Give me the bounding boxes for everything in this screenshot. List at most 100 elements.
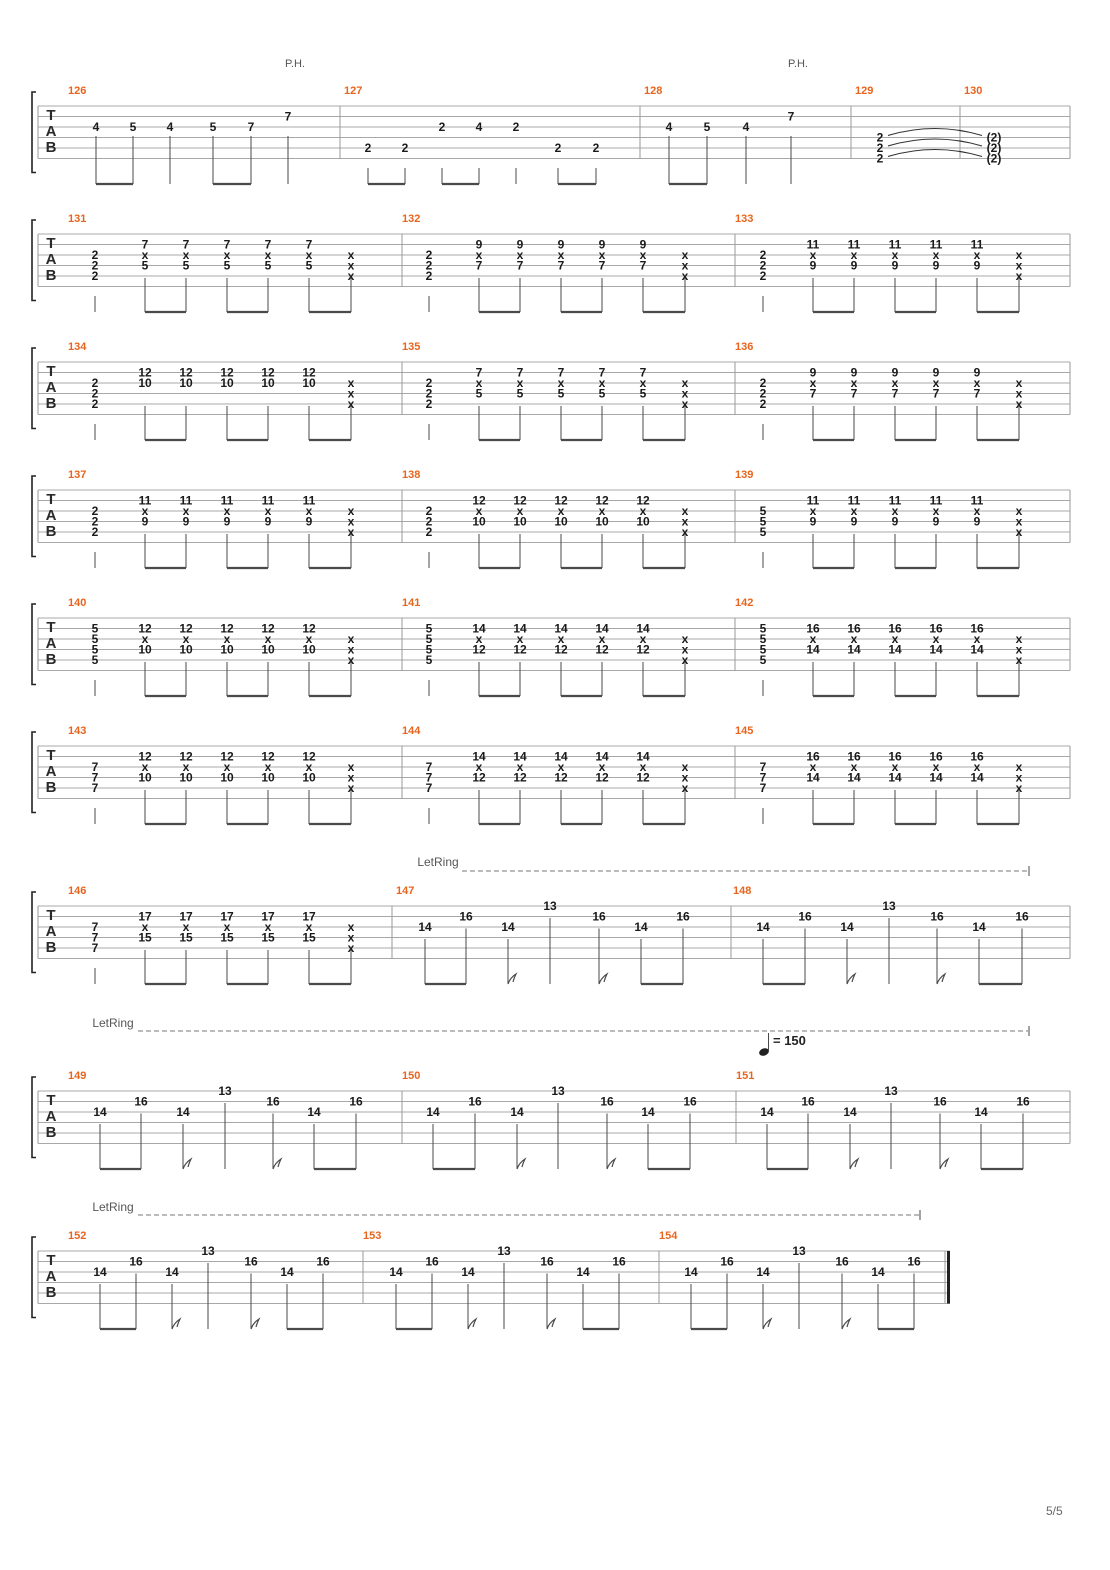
chord-fret: 12	[302, 750, 316, 764]
riff-fret: 16	[1016, 1095, 1030, 1109]
staff-brace	[31, 1076, 36, 1159]
fret-number: 7	[788, 110, 795, 124]
note-flag	[171, 1317, 182, 1330]
tab-clef-t: T	[46, 107, 55, 124]
measure-number: 129	[855, 85, 873, 97]
root-fret: 2	[92, 259, 99, 273]
chord-fret: 11	[303, 494, 316, 508]
measure-number: 128	[644, 85, 662, 97]
measure-number: 139	[735, 469, 753, 481]
riff-fret: 13	[882, 899, 896, 913]
root-fret: 2	[92, 397, 99, 411]
riff-fret: 14	[576, 1265, 590, 1279]
tab-clef-t: T	[46, 1252, 55, 1269]
chord-fret: 7	[640, 259, 647, 273]
muted-note: x	[682, 376, 689, 390]
muted-note: x	[348, 931, 355, 945]
root-fret: 5	[426, 622, 433, 636]
riff-fret: 16	[468, 1095, 482, 1109]
tab-clef-a: A	[46, 507, 57, 524]
chord-ghost: x	[640, 632, 647, 646]
muted-note: x	[348, 771, 355, 785]
chord-fret: 10	[179, 771, 193, 785]
muted-note: x	[348, 920, 355, 934]
riff-fret: 16	[683, 1095, 697, 1109]
tab-clef-t: T	[46, 907, 55, 924]
muted-note: x	[1016, 760, 1023, 774]
chord-fret: 7	[810, 387, 817, 401]
chord-fret: 16	[929, 750, 943, 764]
muted-note: x	[1016, 653, 1023, 667]
muted-note: x	[348, 781, 355, 795]
chord-fret: 9	[851, 366, 858, 380]
chord-ghost: x	[183, 248, 190, 262]
chord-fret: 9	[892, 259, 899, 273]
chord-fret: 9	[933, 515, 940, 529]
riff-fret: 14	[176, 1105, 190, 1119]
chord-fret: 17	[220, 910, 234, 924]
note-flag	[598, 972, 609, 985]
riff-fret: 14	[756, 920, 770, 934]
chord-fret: 12	[179, 622, 193, 636]
chord-fret: 14	[970, 771, 984, 785]
measure-number: 144	[402, 725, 421, 737]
chord-ghost: x	[224, 504, 231, 518]
chord-fret: 16	[888, 750, 902, 764]
chord-fret: 5	[476, 387, 483, 401]
riff-fret: 16	[592, 910, 606, 924]
chord-ghost: x	[933, 632, 940, 646]
chord-ghost: x	[142, 920, 149, 934]
riff-fret: 16	[244, 1255, 258, 1269]
chord-fret: 14	[888, 643, 902, 657]
root-fret: 2	[760, 259, 767, 273]
chord-fret: 11	[889, 238, 902, 252]
riff-fret: 16	[425, 1255, 439, 1269]
root-fret: 5	[760, 643, 767, 657]
note-flag	[936, 972, 947, 985]
chord-ghost: x	[476, 632, 483, 646]
chord-ghost: x	[265, 760, 272, 774]
chord-fret: 14	[636, 750, 650, 764]
root-fret: 7	[760, 771, 767, 785]
chord-ghost: x	[558, 760, 565, 774]
root-fret: 7	[426, 760, 433, 774]
chord-ghost: x	[892, 504, 899, 518]
chord-fret: 12	[636, 494, 650, 508]
riff-fret: 16	[798, 910, 812, 924]
chord-fret: 9	[476, 238, 483, 252]
fret-number: (2)	[987, 141, 1002, 155]
chord-fret: 9	[892, 366, 899, 380]
riff-fret: 14	[840, 920, 854, 934]
chord-ghost: x	[892, 760, 899, 774]
chord-ghost: x	[558, 376, 565, 390]
chord-fret: 10	[636, 515, 650, 529]
chord-fret: 14	[513, 750, 527, 764]
chord-ghost: x	[810, 504, 817, 518]
chord-ghost: x	[892, 248, 899, 262]
chord-fret: 12	[261, 622, 275, 636]
tab-clef-a: A	[46, 123, 57, 140]
fret-number: 4	[93, 120, 100, 134]
root-fret: 5	[760, 632, 767, 646]
chord-fret: 10	[220, 643, 234, 657]
riff-fret: 14	[280, 1265, 294, 1279]
chord-ghost: x	[851, 760, 858, 774]
root-fret: 5	[760, 504, 767, 518]
root-fret: 2	[426, 525, 433, 539]
root-fret: 5	[92, 643, 99, 657]
chord-ghost: x	[265, 504, 272, 518]
chord-fret: 14	[806, 643, 820, 657]
riff-fret: 16	[600, 1095, 614, 1109]
chord-ghost: x	[224, 632, 231, 646]
fret-number: (2)	[987, 131, 1002, 145]
muted-note: x	[682, 259, 689, 273]
chord-fret: 16	[847, 622, 861, 636]
root-fret: 2	[760, 397, 767, 411]
muted-note: x	[348, 653, 355, 667]
chord-fret: 12	[636, 771, 650, 785]
chord-fret: 11	[930, 494, 943, 508]
chord-ghost: x	[183, 632, 190, 646]
root-fret: 5	[426, 643, 433, 657]
staff-brace	[31, 91, 36, 174]
chord-fret: 9	[183, 515, 190, 529]
